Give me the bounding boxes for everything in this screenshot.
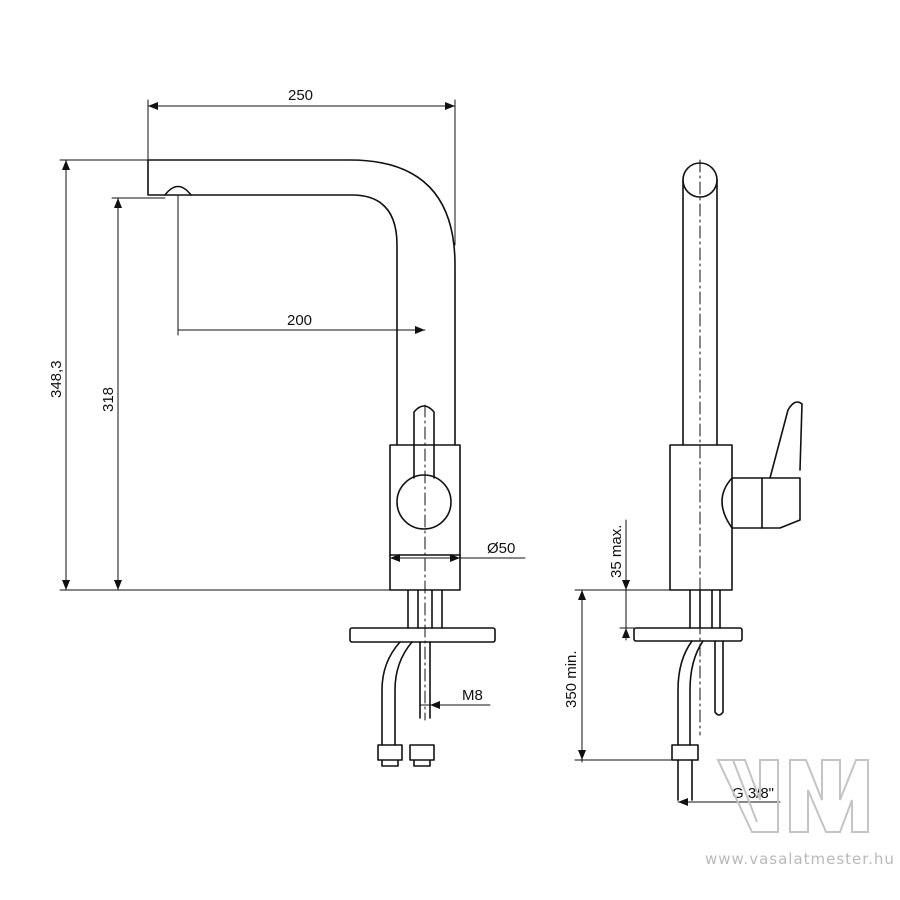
dim-hose-length: 350 min. bbox=[563, 650, 580, 708]
dim-hose-connection: G 3/8" bbox=[732, 785, 774, 802]
mounting-shank bbox=[407, 589, 443, 629]
side-mounting-plate bbox=[633, 627, 743, 642]
flex-hoses bbox=[381, 641, 431, 746]
lever-base bbox=[396, 474, 452, 530]
mounting-plate bbox=[349, 627, 496, 643]
dim-body-diameter: Ø50 bbox=[487, 540, 515, 557]
front-view bbox=[147, 159, 496, 767]
aerator bbox=[164, 185, 192, 196]
dim-deck-thickness: 35 max. bbox=[608, 525, 625, 578]
front-arrowheads bbox=[62, 102, 460, 709]
side-hoses bbox=[677, 640, 724, 746]
hose-nuts bbox=[377, 744, 435, 767]
side-hose-nut bbox=[671, 744, 699, 761]
side-faucet-body bbox=[669, 444, 733, 591]
side-arrowheads bbox=[578, 580, 688, 806]
side-lever bbox=[721, 401, 803, 529]
dim-stud-thread: M8 bbox=[462, 687, 483, 704]
watermark-url: www.vasalatmester.hu bbox=[705, 850, 895, 868]
watermark-logo bbox=[716, 759, 869, 833]
dim-outlet-height: 318 bbox=[100, 387, 117, 412]
dim-spout-reach: 250 bbox=[288, 87, 313, 104]
spout-outline bbox=[147, 159, 456, 446]
front-dimension-lines bbox=[59, 99, 526, 706]
lever-handle bbox=[413, 405, 435, 479]
vertical-tube bbox=[682, 179, 718, 446]
dim-total-height: 348,3 bbox=[48, 360, 65, 398]
side-shank bbox=[689, 589, 721, 629]
dim-outlet-to-axis: 200 bbox=[287, 312, 312, 329]
side-view bbox=[633, 159, 803, 801]
